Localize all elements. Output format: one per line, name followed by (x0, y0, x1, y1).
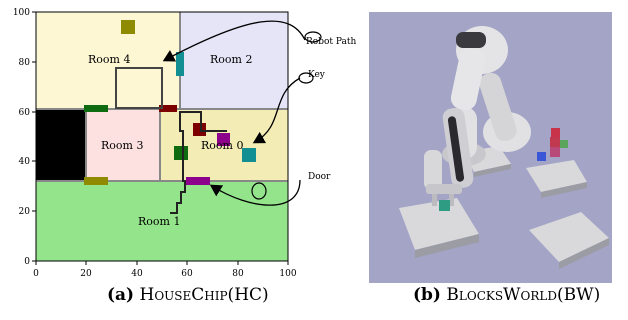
robot-path (170, 111, 227, 214)
caption-panel-b: (b) BlocksWorld(BW) (413, 285, 600, 305)
room-2-label: Room 2 (210, 53, 252, 66)
y-tick-label: 40 (19, 157, 31, 167)
key-annotation: Key (308, 70, 326, 80)
y-tick-label: 20 (19, 207, 31, 217)
block-blue (537, 152, 546, 161)
block-green (560, 140, 568, 148)
door-arrow (209, 179, 301, 206)
key-arrow (252, 77, 301, 144)
key-teal (242, 148, 256, 162)
robot-path-box (115, 67, 163, 109)
table-right-front (529, 212, 609, 262)
block-teal (439, 200, 450, 211)
door-olive (84, 177, 108, 185)
housechip-map: Room 4 Room 2 Room 3 Room 0 Room 1 0 20 … (13, 8, 357, 279)
black-region (36, 109, 86, 181)
y-tick-label: 100 (13, 8, 30, 18)
room-3-area (86, 109, 160, 181)
y-tick-label: 80 (19, 58, 31, 68)
block-magenta-bottom (550, 147, 560, 157)
room-4-label: Room 4 (88, 53, 130, 66)
door-teal-vertical (176, 52, 184, 76)
door-purple (186, 177, 210, 185)
block-red-mid (550, 137, 560, 147)
blocksworld-render (369, 12, 612, 283)
door-green (84, 105, 108, 112)
room-1-label: Room 1 (138, 215, 180, 228)
x-tick-label: 40 (131, 269, 143, 279)
object-green (174, 146, 188, 160)
x-tick-label: 20 (80, 269, 92, 279)
x-axis (35, 261, 289, 265)
caption-panel-a: (a) HouseChip(HC) (107, 285, 269, 305)
object-olive (121, 20, 135, 34)
room-0-label: Room 0 (201, 139, 243, 152)
caption-a-label: (a) (107, 285, 135, 305)
room-4-area (36, 12, 180, 109)
x-tick-label: 0 (33, 269, 39, 279)
x-tick-label: 80 (232, 269, 244, 279)
x-tick-label: 60 (181, 269, 193, 279)
object-darkred (193, 123, 206, 136)
room-3-label: Room 3 (101, 139, 143, 152)
block-red-top (551, 128, 560, 137)
table-left-front (399, 198, 479, 250)
y-tick-label: 60 (19, 108, 31, 118)
y-tick-label: 0 (24, 257, 30, 267)
y-axis (32, 11, 36, 262)
door-annotation: Door (308, 172, 331, 182)
robot-arm (424, 26, 531, 206)
object-purple (217, 133, 230, 146)
table-right-back (526, 160, 587, 192)
door-darkred (159, 105, 177, 112)
robot-path-annotation: Robot Path (306, 37, 356, 47)
robot-path-loop (304, 31, 322, 43)
caption-a-text: HouseChip(HC) (139, 285, 269, 305)
key-loop (298, 72, 314, 84)
caption-b-label: (b) (413, 285, 441, 305)
room-1-area (36, 181, 288, 261)
plot-frame (35, 11, 289, 262)
caption-b-text: BlocksWorld(BW) (446, 285, 601, 305)
robot-path-arrow (162, 20, 306, 62)
door-loop (251, 182, 267, 200)
x-tick-label: 100 (279, 269, 296, 279)
